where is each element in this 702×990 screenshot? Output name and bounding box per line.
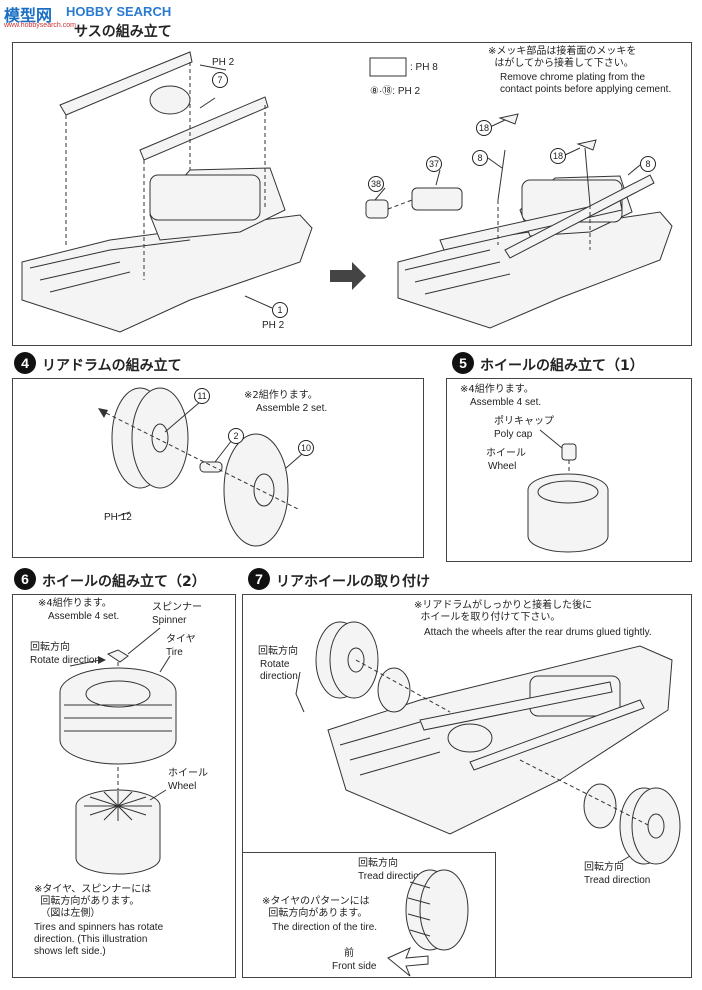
spinner-label-jp: スピンナー <box>152 602 202 613</box>
step4-note-en: Assemble 2 set. <box>256 403 328 414</box>
inset-tread-en: Tread direction <box>358 871 425 882</box>
wheel6-label-en: Wheel <box>168 781 197 792</box>
step3-ref-a: PH 2 <box>212 57 235 68</box>
callout-38: 38 <box>368 176 384 192</box>
step5-note-en: Assemble 4 set. <box>470 397 542 408</box>
callout-18b: 18 <box>550 148 566 164</box>
step7-note-jp: ※リアドラムがしっかりと接着した後に ホイールを取り付けて下さい。 <box>414 600 593 623</box>
callout-8a: 8 <box>472 150 488 166</box>
flow-arrow <box>330 262 366 290</box>
step7-number: 7 <box>248 568 270 590</box>
wheel6-label-jp: ホイール <box>168 768 208 779</box>
step4-number: 4 <box>14 352 36 374</box>
inset-tread-jp: 回転方向 <box>358 858 398 869</box>
spinner-label-en: Spinner <box>152 615 187 626</box>
callout-18a: 18 <box>476 120 492 136</box>
tire-label-en: Tire <box>166 647 183 658</box>
step3-note-en: Remove chrome plating from the contact p… <box>500 72 672 95</box>
pattern-note-en: The direction of the tire. <box>272 922 378 933</box>
callout-1: 1 <box>272 302 288 318</box>
step6-note-jp: ※4組作ります。 <box>38 598 112 609</box>
step7-rotate-jp: 回転方向 <box>258 646 298 657</box>
step3-note-jp: ※メッキ部品は接着面のメッキを はがしてから接着して下さい。 <box>488 46 637 69</box>
polycap-label-jp: ポリキャップ <box>494 416 554 427</box>
front-en: Front side <box>332 961 377 972</box>
callout-11: 11 <box>194 388 210 404</box>
parts-legend: ⑧·⑱: PH 2 <box>370 86 421 97</box>
callout-37: 37 <box>426 156 442 172</box>
watermark-logo: 模型网 HOBBY SEARCH www.hobbysearch.com <box>4 2 174 32</box>
step6-warn-en: Tires and spinners has rotate direction.… <box>34 922 164 957</box>
chassis-right <box>365 113 673 329</box>
step5-note-jp: ※4組作ります。 <box>460 384 534 395</box>
step5-title: ホイールの組み立て（1） <box>480 358 644 374</box>
step7-note-en: Attach the wheels after the rear drums g… <box>424 627 652 638</box>
polycap-label-en: Poly cap <box>494 429 533 440</box>
front-jp: 前 <box>344 948 354 959</box>
step6-note-en: Assemble 4 set. <box>48 611 120 622</box>
callout-8b: 8 <box>640 156 656 172</box>
rotate-label-en: Rotate direction <box>30 655 101 666</box>
watermark-brand: HOBBY SEARCH <box>66 4 172 19</box>
step4-ref: PH 12 <box>104 512 132 523</box>
step7-title: リアホイールの取り付け <box>276 574 430 590</box>
chassis-left <box>21 51 313 333</box>
watermark-logo-text: 模型网 <box>4 6 53 25</box>
step6-warn-jp: ※タイヤ、スピンナーには 回転方向があります。 （図は左側） <box>34 884 152 919</box>
step4-note-jp: ※2組作ります。 <box>244 390 318 401</box>
callout-2: 2 <box>228 428 244 444</box>
watermark-url: www.hobbysearch.com <box>4 22 76 29</box>
tire-label-jp: タイヤ <box>166 634 196 645</box>
step6-title: ホイールの組み立て（2） <box>42 574 206 590</box>
step5-number: 5 <box>452 352 474 374</box>
step7-rotate-en: Rotate direction <box>260 659 298 682</box>
tread-dir-en: Tread direction <box>584 875 651 886</box>
step3-ref-1: PH 2 <box>262 320 285 331</box>
wheel-label-jp: ホイール <box>486 448 526 459</box>
step6-number: 6 <box>14 568 36 590</box>
rotate-label-jp: 回転方向 <box>30 642 70 653</box>
callout-7: 7 <box>212 72 228 88</box>
step3-title: サスの組み立て <box>74 24 172 40</box>
tread-dir-jp: 回転方向 <box>584 862 624 873</box>
step4-title: リアドラムの組み立て <box>42 358 182 374</box>
wheel-label-en: Wheel <box>488 461 517 472</box>
pattern-note-jp: ※タイヤのパターンには 回転方向があります。 <box>262 896 370 919</box>
callout-10: 10 <box>298 440 314 456</box>
plating-swatch <box>369 57 407 77</box>
plating-legend-ref: : PH 8 <box>410 62 438 73</box>
